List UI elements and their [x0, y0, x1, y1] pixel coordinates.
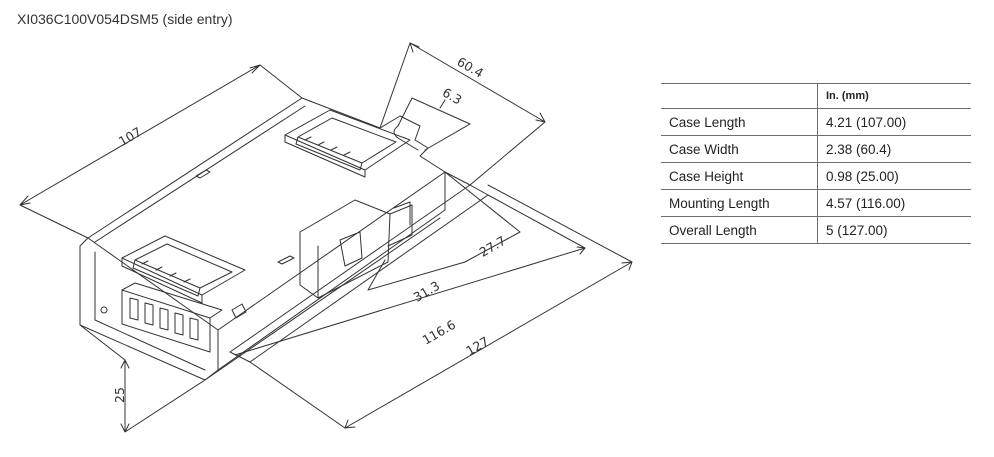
case-left-face-inner [94, 251, 206, 371]
dim-line-6-3 [397, 97, 471, 151]
upper-connector [284, 109, 411, 178]
dim-line-60-4 [379, 42, 546, 186]
mounting-hole [100, 306, 108, 314]
row-value: 4.57 (116.00) [817, 189, 971, 217]
case-front-lower-edge [204, 217, 441, 381]
row-value: 5 (127.00) [817, 216, 971, 244]
row-label: Case Length [661, 108, 818, 136]
side-terminal-block [121, 282, 223, 353]
small-slot [277, 255, 295, 265]
dimension-lines: 107 60.4 6.3 27.7 31.3 116.6 127 25 [19, 42, 633, 433]
small-slot [195, 169, 211, 179]
dimension-drawing: 107 60.4 6.3 27.7 31.3 116.6 127 25 [19, 42, 633, 433]
row-label: Case Width [661, 135, 818, 163]
mounting-flange-end [444, 171, 471, 186]
mounting-slot [393, 125, 419, 151]
row-label: Overall Length [661, 216, 818, 244]
dim-label-107: 107 [116, 124, 144, 149]
table-header-units: In. (mm) [817, 83, 971, 109]
table-row: Mounting Length 4.57 (116.00) [661, 189, 971, 217]
table-row: Overall Length 5 (127.00) [661, 216, 971, 244]
table-row: Case Width 2.38 (60.4) [661, 135, 971, 163]
small-slot [231, 303, 247, 319]
retention-tab [299, 199, 413, 299]
dim-label-6-3: 6.3 [440, 85, 465, 108]
table-header-blank [661, 83, 818, 109]
dim-line-127 [249, 184, 633, 429]
dim-label-25: 25 [112, 387, 127, 403]
dim-line-25 [79, 324, 206, 433]
dimensions-table: In. (mm) Case Length 4.21 (107.00) Case … [661, 83, 971, 244]
table-header-row: In. (mm) [661, 83, 971, 109]
dim-line-31-3 [367, 259, 466, 291]
lower-connector [121, 235, 246, 304]
case-left-face [79, 237, 219, 381]
dim-line-107 [19, 64, 303, 239]
dim-label-60-4: 60.4 [455, 54, 487, 81]
row-value: 0.98 (25.00) [817, 162, 971, 190]
drawing-title: XI036C100V054DSM5 (side entry) [17, 11, 233, 27]
dim-line-27-7 [444, 171, 521, 263]
dim-label-116-6: 116.6 [420, 317, 459, 348]
case-front-face [217, 171, 446, 371]
row-value: 2.38 (60.4) [817, 135, 971, 163]
dim-line-116-6 [234, 194, 586, 356]
row-label: Case Height [661, 162, 818, 190]
dim-label-127: 127 [463, 334, 491, 359]
dim-label-31-3: 31.3 [411, 278, 443, 305]
dim-label-27-7: 27.7 [477, 233, 509, 260]
table-row: Case Height 0.98 (25.00) [661, 162, 971, 190]
case-top-face [87, 97, 446, 331]
row-label: Mounting Length [661, 189, 818, 217]
row-value: 4.21 (107.00) [817, 108, 971, 136]
table-row: Case Length 4.21 (107.00) [661, 108, 971, 136]
